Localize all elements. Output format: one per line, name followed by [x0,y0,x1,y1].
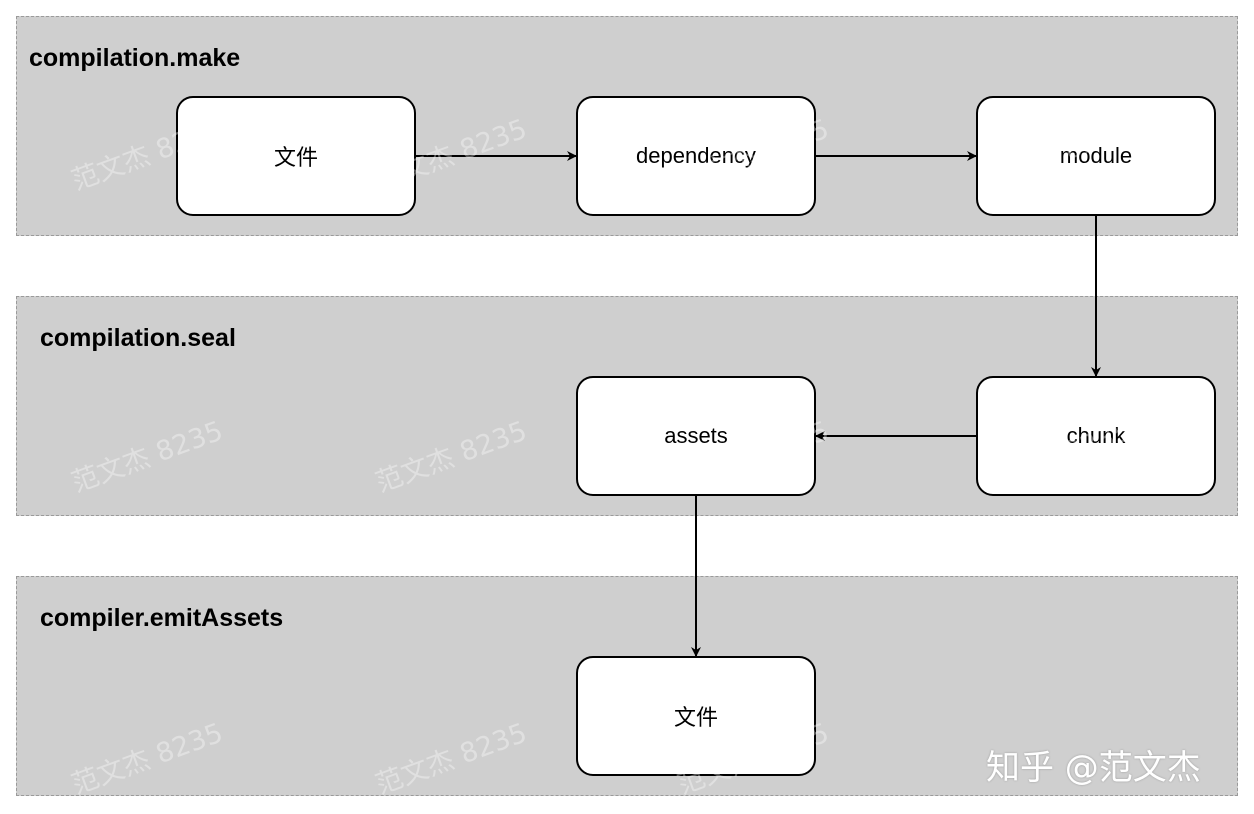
node-file-input[interactable]: 文件 [176,96,416,216]
node-chunk[interactable]: chunk [976,376,1216,496]
node-file-output[interactable]: 文件 [576,656,816,776]
node-dependency[interactable]: dependency [576,96,816,216]
node-file-output-label: 文件 [673,705,718,730]
lane-title-emit-assets: compiler.emitAssets [40,604,284,632]
lane-title-make: compilation.make [29,44,241,72]
lane-title-seal: compilation.seal [40,324,236,352]
node-assets[interactable]: assets [576,376,816,496]
node-assets-label: assets [664,423,728,448]
author-credit: 知乎 @范文杰 [986,748,1201,788]
node-module[interactable]: module [976,96,1216,216]
node-dependency-label: dependency [636,143,756,168]
node-file-input-label: 文件 [273,145,318,170]
node-chunk-label: chunk [1066,423,1126,448]
node-module-label: module [1059,143,1133,168]
